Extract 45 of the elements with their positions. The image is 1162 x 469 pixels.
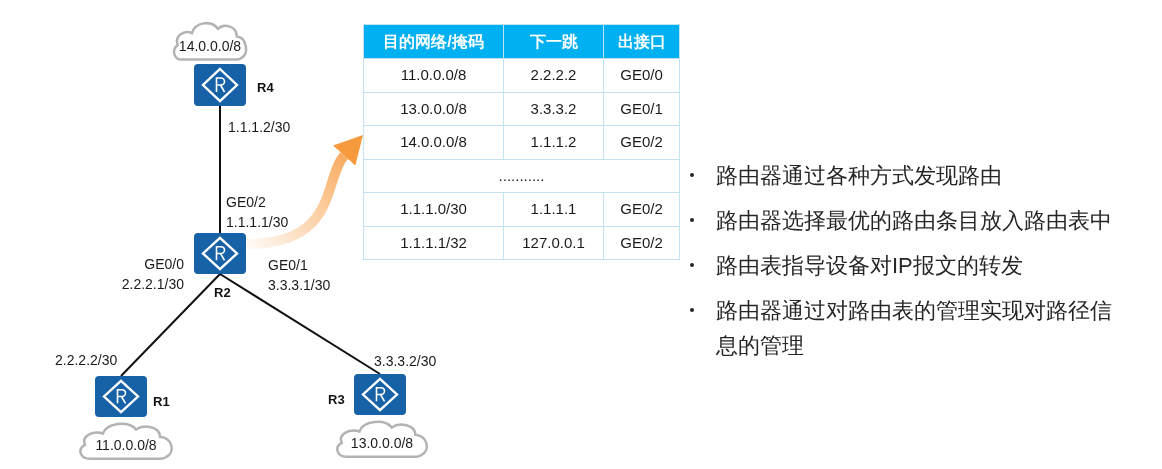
route-entry-value: 14.0.0.0/8: [364, 126, 503, 159]
router-name: R1: [153, 394, 170, 410]
route-entry-value: ...........: [364, 159, 679, 192]
route-entry-value: 1.1.1.2: [504, 126, 603, 159]
router-name: R3: [328, 392, 345, 408]
route-entry-value: 11.0.0.0/8: [364, 59, 503, 92]
network-label: 13.0.0.0/8: [350, 435, 414, 452]
bullet-text: 路由器通过对路由表的管理实现对路径信息的管理: [716, 297, 1113, 360]
router-icon: [194, 64, 246, 106]
curved-arrow: [245, 132, 361, 250]
connector-line: [219, 105, 221, 234]
column-header: 目的网络/掩码: [364, 25, 503, 58]
interface-address: GE0/1 3.3.3.1/30: [268, 256, 331, 295]
route-entry-value: GE0/2: [604, 126, 679, 159]
network-label: 14.0.0.0/8: [178, 38, 242, 55]
router-icon: [354, 374, 406, 415]
route-entry-value: 1.1.1.0/30: [364, 193, 503, 226]
router-icon: [95, 376, 147, 417]
network-label: 11.0.0.0/8: [95, 437, 157, 454]
bullet-text: 路由器通过各种方式发现路由: [716, 162, 1003, 190]
column-header: 出接口: [604, 25, 679, 58]
route-entry-value: GE0/2: [604, 226, 679, 259]
bullet-text: 路由表指导设备对IP报文的转发: [716, 252, 1024, 280]
route-entry-value: 2.2.2.2: [504, 59, 603, 92]
interface-address: 2.2.2.2/30: [55, 351, 118, 370]
bullet-text: 路由器选择最优的路由条目放入路由表中: [716, 207, 1113, 235]
router-name: R2: [214, 285, 231, 301]
router-icon: [194, 233, 246, 274]
interface-address: GE0/2 1.1.1.1/30: [226, 193, 289, 232]
connector-line: [120, 273, 221, 377]
route-entry-value: 1.1.1.1/32: [364, 226, 503, 259]
route-entry-value: GE0/0: [604, 59, 679, 92]
interface-address: 3.3.3.2/30: [374, 352, 437, 371]
column-header: 下一跳: [504, 25, 603, 58]
router-name: R4: [257, 80, 274, 96]
interface-address: GE0/0 2.2.2.1/30: [121, 255, 184, 294]
route-entry-value: 127.0.0.1: [504, 226, 603, 259]
route-entry-value: GE0/1: [604, 92, 679, 125]
route-entry-value: 13.0.0.0/8: [364, 92, 503, 125]
routing-table: [363, 24, 680, 260]
connector-line: [219, 273, 381, 375]
route-entry-value: 1.1.1.1: [504, 193, 603, 226]
route-entry-value: GE0/2: [604, 193, 679, 226]
route-entry-value: 3.3.3.2: [504, 92, 603, 125]
interface-address: 1.1.1.2/30: [228, 118, 291, 137]
